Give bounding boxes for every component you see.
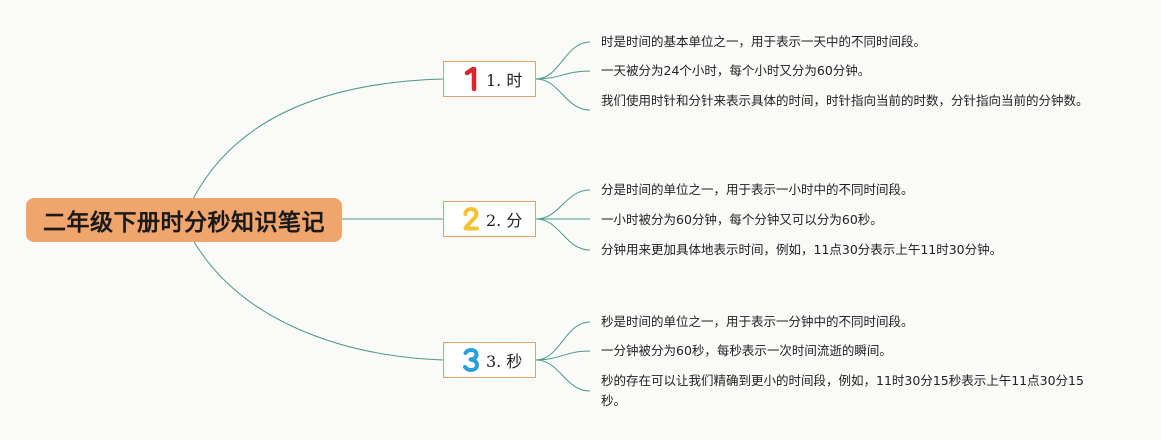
branch-label-hour: 1. 时 [486, 71, 523, 90]
root-title: 二年级下册时分秒知识笔记 [43, 210, 325, 236]
connector-b2-leaf-3 [535, 218, 591, 251]
number-two-icon [462, 206, 480, 232]
connector-b1-leaf-3 [535, 78, 591, 111]
note-minute-2: 一小时被分为60分钟，每个分钟又可以分为60秒。 [601, 212, 883, 227]
connector-b2-leaf-1 [535, 189, 591, 220]
connector-root-branch-3 [192, 239, 444, 361]
branch-topic-second[interactable]: 3. 秒 [443, 342, 536, 378]
branch-topic-minute[interactable]: 2. 分 [443, 201, 536, 237]
branch-label-second: 3. 秒 [486, 352, 523, 371]
note-second-1: 秒是时间的单位之一，用于表示一分钟中的不同时间段。 [601, 314, 914, 329]
branch-label-minute: 2. 分 [486, 211, 523, 230]
note-hour-3: 我们使用时针和分针来表示具体的时间，时针指向当前的时数，分针指向当前的分钟数。 [601, 93, 1089, 108]
connector-root-branch-1 [192, 78, 444, 200]
note-minute-1: 分是时间的单位之一，用于表示一小时中的不同时间段。 [601, 182, 914, 197]
note-second-2: 一分钟被分为60秒，每秒表示一次时间流逝的瞬间。 [601, 343, 892, 358]
branch-topic-hour[interactable]: 1. 时 [443, 61, 536, 97]
note-hour-2: 一天被分为24个小时，每个小时又分为60分钟。 [601, 63, 871, 78]
connector-b1-leaf-2 [535, 70, 591, 80]
note-hour-1: 时是时间的基本单位之一，用于表示一天中的不同时间段。 [601, 34, 927, 49]
number-one-icon [462, 66, 480, 92]
note-second-3: 秒的存在可以让我们精确到更小的时间段，例如，11时30分15秒表示上午11点30… [601, 373, 1084, 408]
root-topic[interactable]: 二年级下册时分秒知识笔记 [26, 198, 342, 242]
connector-b3-leaf-3 [535, 359, 591, 392]
connector-b3-leaf-2 [535, 350, 591, 361]
note-minute-3: 分钟用来更加具体地表示时间，例如，11点30分表示上午11时30分钟。 [601, 242, 1003, 257]
connector-b3-leaf-1 [535, 321, 591, 361]
number-three-icon [462, 347, 480, 373]
connector-b1-leaf-1 [535, 41, 591, 80]
